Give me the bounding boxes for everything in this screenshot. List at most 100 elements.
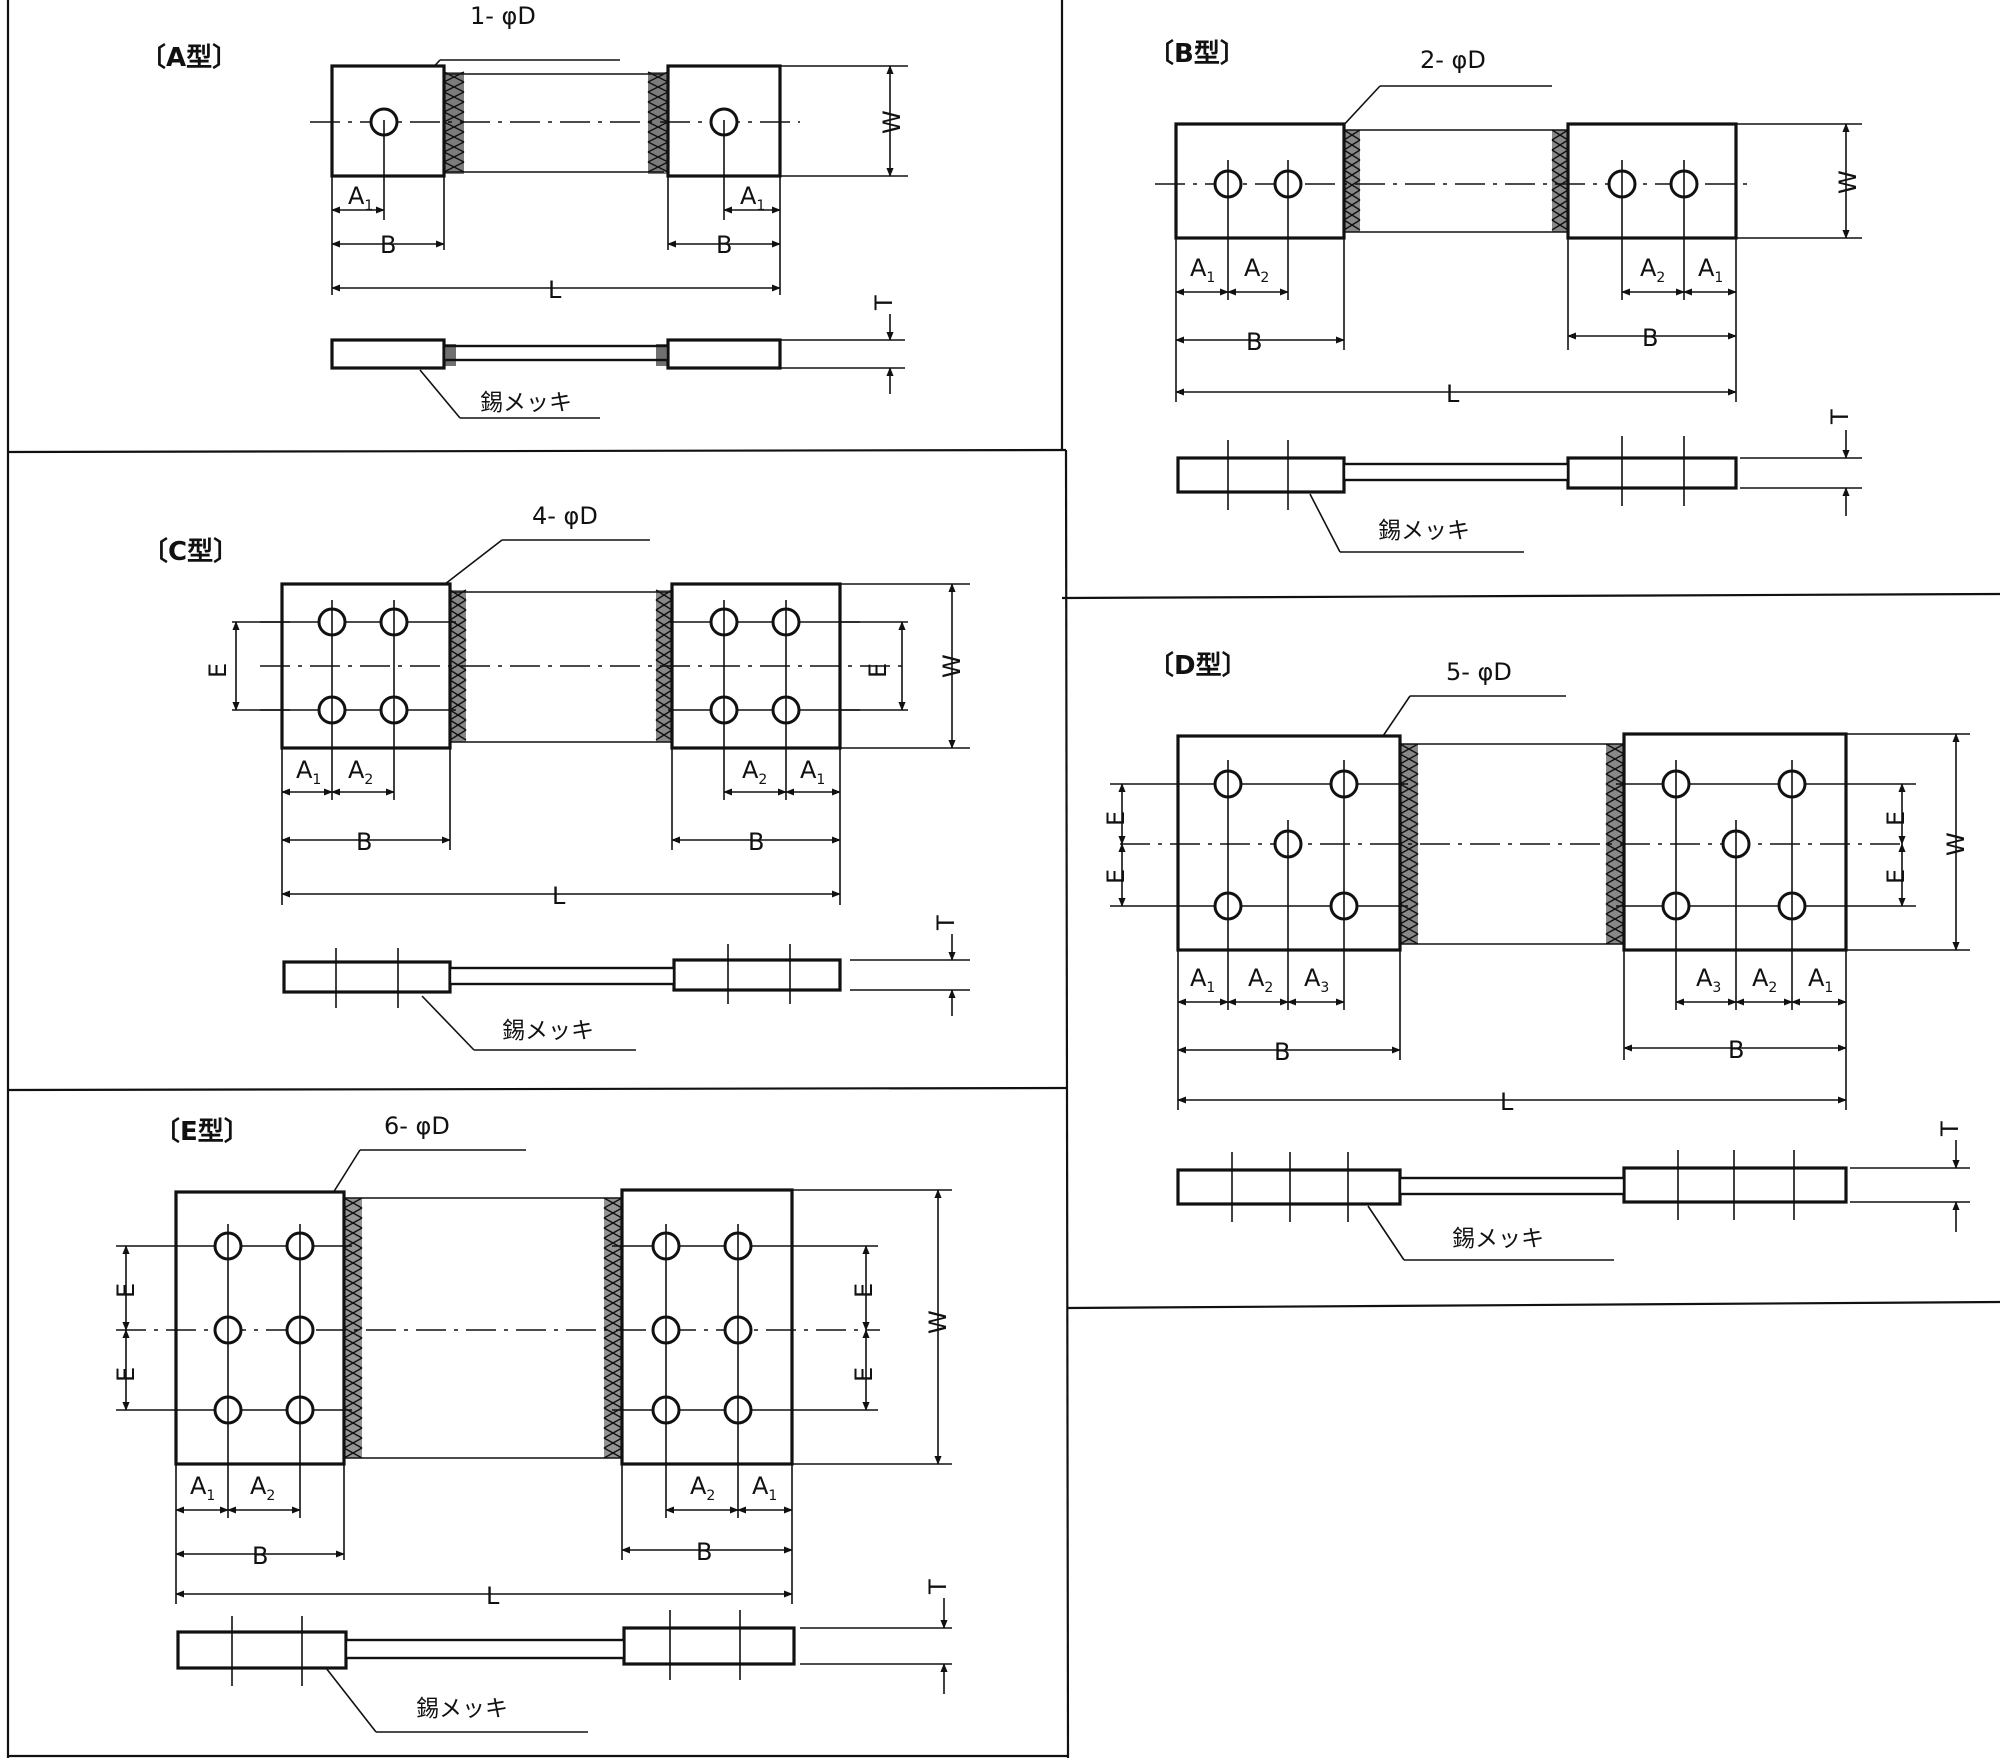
braid-hatch: [443, 91, 465, 103]
svg-text:A2: A2: [348, 756, 373, 788]
e-l-dim: L: [486, 1582, 500, 1610]
braid-hatch: [343, 1377, 363, 1389]
braid-hatch: [1399, 743, 1419, 755]
e-b-left: B: [252, 1542, 268, 1570]
d-a1-r-sub: 1: [1824, 980, 1833, 996]
braid-hatch: [603, 1407, 623, 1419]
braid-hatch: [1343, 169, 1361, 181]
d-a1: A: [1190, 964, 1207, 992]
braid-hatch: [1399, 793, 1419, 805]
braid-hatch: [1551, 129, 1569, 141]
braid-hatch: [603, 1307, 623, 1319]
braid-hatch: [647, 71, 669, 83]
braid-hatch: [603, 1327, 623, 1339]
braid-hatch: [343, 1287, 363, 1299]
braid-hatch: [647, 91, 669, 103]
braid-hatch: [443, 161, 465, 173]
b-a2: A: [1244, 254, 1261, 282]
svg-text:A2: A2: [1752, 964, 1777, 996]
braid-hatch: [343, 1217, 363, 1229]
braid-hatch: [655, 649, 673, 661]
d-plating-note: 錫メッキ: [1452, 1226, 1544, 1252]
c-e-right: E: [864, 663, 892, 678]
e-b-right: B: [696, 1538, 712, 1566]
braid-hatch: [449, 659, 467, 671]
braid-hatch: [449, 679, 467, 691]
braid-hatch: [1343, 129, 1361, 141]
braid-hatch: [1343, 139, 1361, 151]
braid-hatch: [647, 151, 669, 163]
d-a3-sub: 3: [1320, 980, 1329, 996]
braid-hatch: [603, 1317, 623, 1329]
braid-hatch: [603, 1247, 623, 1259]
braid-hatch: [449, 629, 467, 641]
b-t-dim: T: [1826, 409, 1854, 425]
braid-hatch: [443, 111, 465, 123]
braid-hatch: [603, 1267, 623, 1279]
braid-hatch: [449, 729, 467, 741]
d-a3-r-sub: 3: [1712, 980, 1721, 996]
svg-text:A1: A1: [740, 182, 765, 214]
b-a1: A: [1190, 254, 1207, 282]
braid-hatch: [603, 1257, 623, 1269]
braid-hatch: [1605, 873, 1625, 885]
svg-text:A1: A1: [800, 756, 825, 788]
braid-hatch: [1399, 853, 1419, 865]
braid-hatch: [343, 1417, 363, 1429]
braid-hatch: [603, 1427, 623, 1439]
b-a1-r: A: [1698, 254, 1715, 282]
panel-e-title: 〔E型〕: [154, 1117, 250, 1147]
braid-hatch: [1605, 773, 1625, 785]
braid-hatch: [443, 121, 465, 133]
d-a2-r: A: [1752, 964, 1769, 992]
b-a1-sub: 1: [1206, 270, 1215, 286]
braid-hatch: [603, 1367, 623, 1379]
e-e-right-1: E: [850, 1283, 878, 1298]
braid-hatch: [603, 1297, 623, 1309]
braid-hatch: [655, 719, 673, 731]
svg-text:A2: A2: [1248, 964, 1273, 996]
d-e-left-2: E: [1102, 869, 1130, 884]
braid-hatch: [1605, 753, 1625, 765]
braid-hatch: [647, 111, 669, 123]
braid-hatch: [655, 689, 673, 701]
braid-hatch: [443, 71, 465, 83]
braid-hatch: [1605, 763, 1625, 775]
braid-hatch: [1605, 813, 1625, 825]
braid-hatch: [655, 729, 673, 741]
braid-hatch: [449, 689, 467, 701]
braid-hatch: [647, 101, 669, 113]
b-w-dim: W: [1834, 170, 1862, 194]
b-b-right: B: [1642, 324, 1658, 352]
b-l-dim: L: [1446, 380, 1460, 408]
braid-hatch: [655, 709, 673, 721]
c-t-dim: T: [932, 915, 960, 931]
braid-hatch: [449, 709, 467, 721]
e-a2-r: A: [690, 1472, 707, 1500]
b-b-left: B: [1246, 328, 1262, 356]
braid-hatch: [449, 649, 467, 661]
c-a1-sub: 1: [312, 772, 321, 788]
e-a2-sub: 2: [266, 1488, 275, 1504]
d-a3: A: [1304, 964, 1321, 992]
braid-hatch: [1551, 199, 1569, 211]
c-w-dim: W: [938, 654, 966, 678]
braid-hatch: [343, 1397, 363, 1409]
b-plating-note: 錫メッキ: [1378, 518, 1470, 544]
c-a1-r-sub: 1: [816, 772, 825, 788]
braid-hatch: [449, 599, 467, 611]
braid-hatch: [603, 1357, 623, 1369]
braid-hatch: [1343, 149, 1361, 161]
braid-hatch: [1399, 933, 1419, 945]
braid-hatch: [603, 1387, 623, 1399]
e-a2: A: [250, 1472, 267, 1500]
braid-hatch: [343, 1307, 363, 1319]
c-a2-r-sub: 2: [758, 772, 767, 788]
braid-hatch: [1605, 833, 1625, 845]
d-b-left: B: [1274, 1038, 1290, 1066]
a-sub1: 1: [364, 198, 373, 214]
braid-hatch: [647, 121, 669, 133]
braid-hatch: [1605, 893, 1625, 905]
braid-hatch: [655, 659, 673, 671]
braid-hatch: [1605, 803, 1625, 815]
